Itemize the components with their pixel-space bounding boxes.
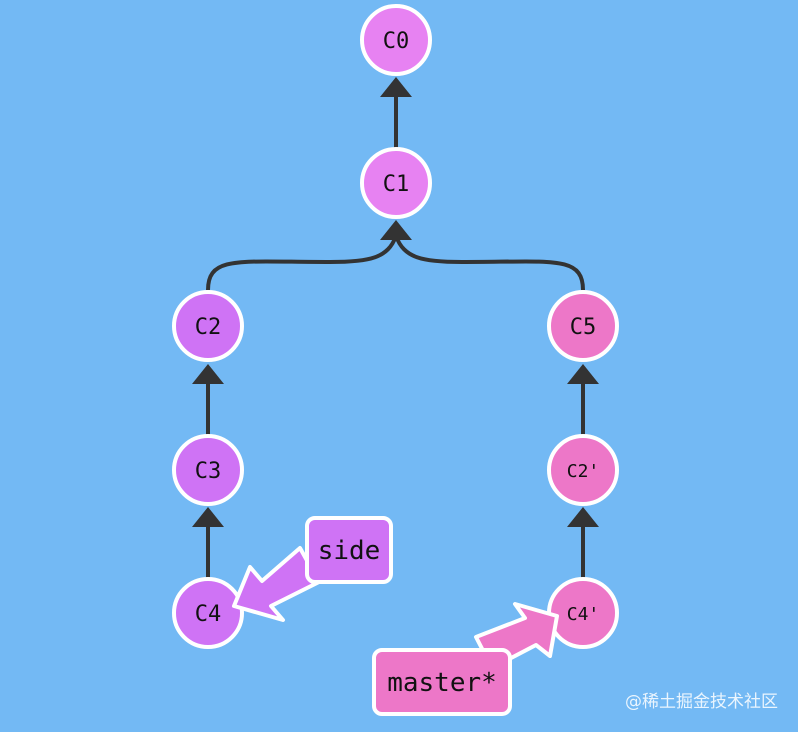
commit-label: C3 [195, 459, 222, 484]
branch-master-box [372, 648, 512, 716]
arrow-head-c0 [380, 77, 412, 97]
commit-c2[interactable]: C2 [172, 290, 244, 362]
commit-label: C1 [383, 172, 410, 197]
commit-c0[interactable]: C0 [360, 4, 432, 76]
branch-master[interactable]: master* [372, 602, 559, 716]
edges [192, 77, 599, 580]
commit-c3[interactable]: C3 [172, 434, 244, 506]
commit-c4[interactable]: C4 [172, 577, 244, 649]
commit-label: C2 [195, 315, 222, 340]
commit-label: C4' [567, 604, 600, 625]
commit-c2-prime[interactable]: C2' [547, 434, 619, 506]
branch-side-label: side [318, 536, 381, 566]
arrow-head-c2p [567, 507, 599, 527]
branch-side-arrow [232, 546, 321, 622]
branch-side-box [305, 516, 393, 584]
commit-label: C2' [567, 461, 600, 482]
arrow-head-c3 [192, 507, 224, 527]
commit-c5[interactable]: C5 [547, 290, 619, 362]
arrow-head-c1 [380, 220, 412, 240]
watermark-text: @稀土掘金技术社区 [625, 692, 778, 712]
branch-master-label: master* [387, 668, 497, 698]
branch-side[interactable]: side [232, 516, 393, 622]
edge-c5-c1 [394, 235, 585, 291]
commit-c4-prime[interactable]: C4' [547, 577, 619, 649]
commit-c1[interactable]: C1 [360, 147, 432, 219]
arrow-head-c2 [192, 364, 224, 384]
commit-label: C4 [195, 602, 222, 627]
arrow-head-c5 [567, 364, 599, 384]
edge-c2-c1 [206, 235, 398, 291]
commit-label: C0 [383, 29, 410, 54]
commit-label: C5 [570, 315, 597, 340]
